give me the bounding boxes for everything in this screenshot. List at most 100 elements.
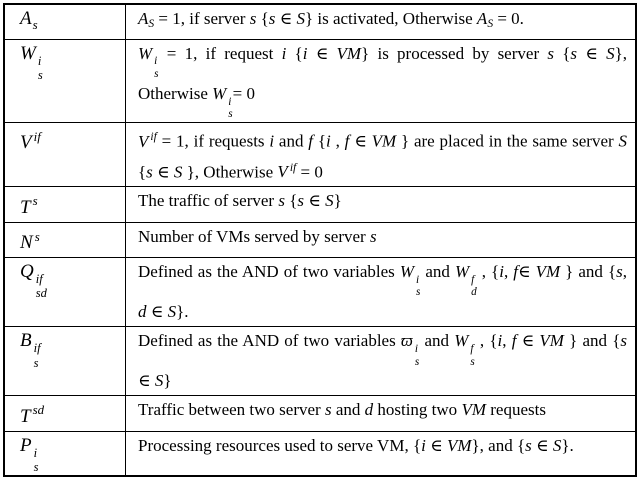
math-base: V <box>20 132 32 153</box>
definition-text: s <box>278 191 285 210</box>
definition-text: A <box>477 9 487 28</box>
definition-text: ∈ <box>518 262 536 281</box>
definition-text: }, and { <box>471 436 525 455</box>
definition-cell: Number of VMs served by server s <box>126 222 637 257</box>
definition-text: } and { <box>560 262 616 281</box>
definition-text: d <box>365 400 374 419</box>
definition-text: Processing resources used to serve VM, { <box>138 436 421 455</box>
definition-text: ∈ <box>304 191 325 210</box>
math-base: ϖ <box>401 331 413 350</box>
math-subscript: s <box>34 357 39 370</box>
definition-text: s <box>325 400 332 419</box>
definition-text: , <box>331 132 345 151</box>
math-base: W <box>400 262 414 281</box>
math-subscript: s <box>415 357 419 369</box>
definition-text: S <box>618 132 627 151</box>
definition-text: , { <box>477 262 499 281</box>
definition-text: and <box>419 331 454 350</box>
math-base: W <box>454 331 468 350</box>
definition-text: = 1, if requests <box>157 132 270 151</box>
definition-text: ∈ <box>153 162 174 181</box>
definition-text: s <box>547 44 554 63</box>
definition-text: } is activated, Otherwise <box>305 9 477 28</box>
definition-text: and <box>332 400 365 419</box>
definition-text: ∈ <box>349 132 371 151</box>
definition-text: , { <box>475 331 498 350</box>
math-superscript: if <box>36 273 43 286</box>
math-base: W <box>20 43 36 64</box>
math-superscript: i <box>415 344 418 356</box>
definition-text: = 0. <box>493 9 524 28</box>
definition-text: S <box>553 436 562 455</box>
definition-text: Number of VMs served by server <box>138 227 370 246</box>
definition-text: ∈ <box>532 436 553 455</box>
math-base: V <box>277 162 287 181</box>
definition-text: , <box>502 331 511 350</box>
definition-text: } is processed by server <box>361 44 547 63</box>
definition-text: s <box>370 227 377 246</box>
definition-text: }. <box>176 302 188 321</box>
definition-text: S <box>325 191 334 210</box>
definition-text: }. <box>561 436 573 455</box>
definition-text: requests <box>486 400 546 419</box>
definition-text: s <box>570 44 577 63</box>
definition-text: Defined as the AND of two variables <box>138 331 401 350</box>
definition-text: ∈ <box>516 331 539 350</box>
definition-text: { <box>554 44 570 63</box>
definition-text: S <box>606 44 615 63</box>
definition-text: ∈ <box>577 44 606 63</box>
math-base: P <box>20 435 32 456</box>
math-superscript: if <box>34 129 41 144</box>
math-superscript: i <box>34 447 37 460</box>
definition-text: VM <box>337 44 362 63</box>
math-superscript: i <box>228 97 231 109</box>
definition-text: ∈ <box>138 371 155 390</box>
math-base: V <box>138 132 148 151</box>
definition-text: The traffic of server <box>138 191 278 210</box>
definition-text: d <box>138 302 147 321</box>
definition-text: { <box>286 44 302 63</box>
math-subscript: sd <box>36 287 47 300</box>
definition-cell: The traffic of server s {s ∈ S} <box>126 187 637 222</box>
math-superscript: i <box>38 55 41 68</box>
math-subscript: s <box>34 461 39 474</box>
math-base: Q <box>20 261 34 282</box>
definition-text: = 0 <box>233 84 255 103</box>
definition-text: Defined as the AND of two variables <box>138 262 400 281</box>
math-superscript: if <box>34 342 41 355</box>
definition-cell: Traffic between two server s and d hosti… <box>126 396 637 431</box>
definition-cell: Processing resources used to serve VM, {… <box>126 431 637 476</box>
math-superscript: sd <box>33 402 44 417</box>
definition-text: ∈ <box>426 436 447 455</box>
math-base: T <box>20 197 31 218</box>
definition-cell: AS = 1, if server s {s ∈ S} is activated… <box>126 4 637 39</box>
symbol-cell: As <box>4 4 126 39</box>
definition-text: ∈ <box>147 302 168 321</box>
math-subscript: s <box>154 69 158 81</box>
